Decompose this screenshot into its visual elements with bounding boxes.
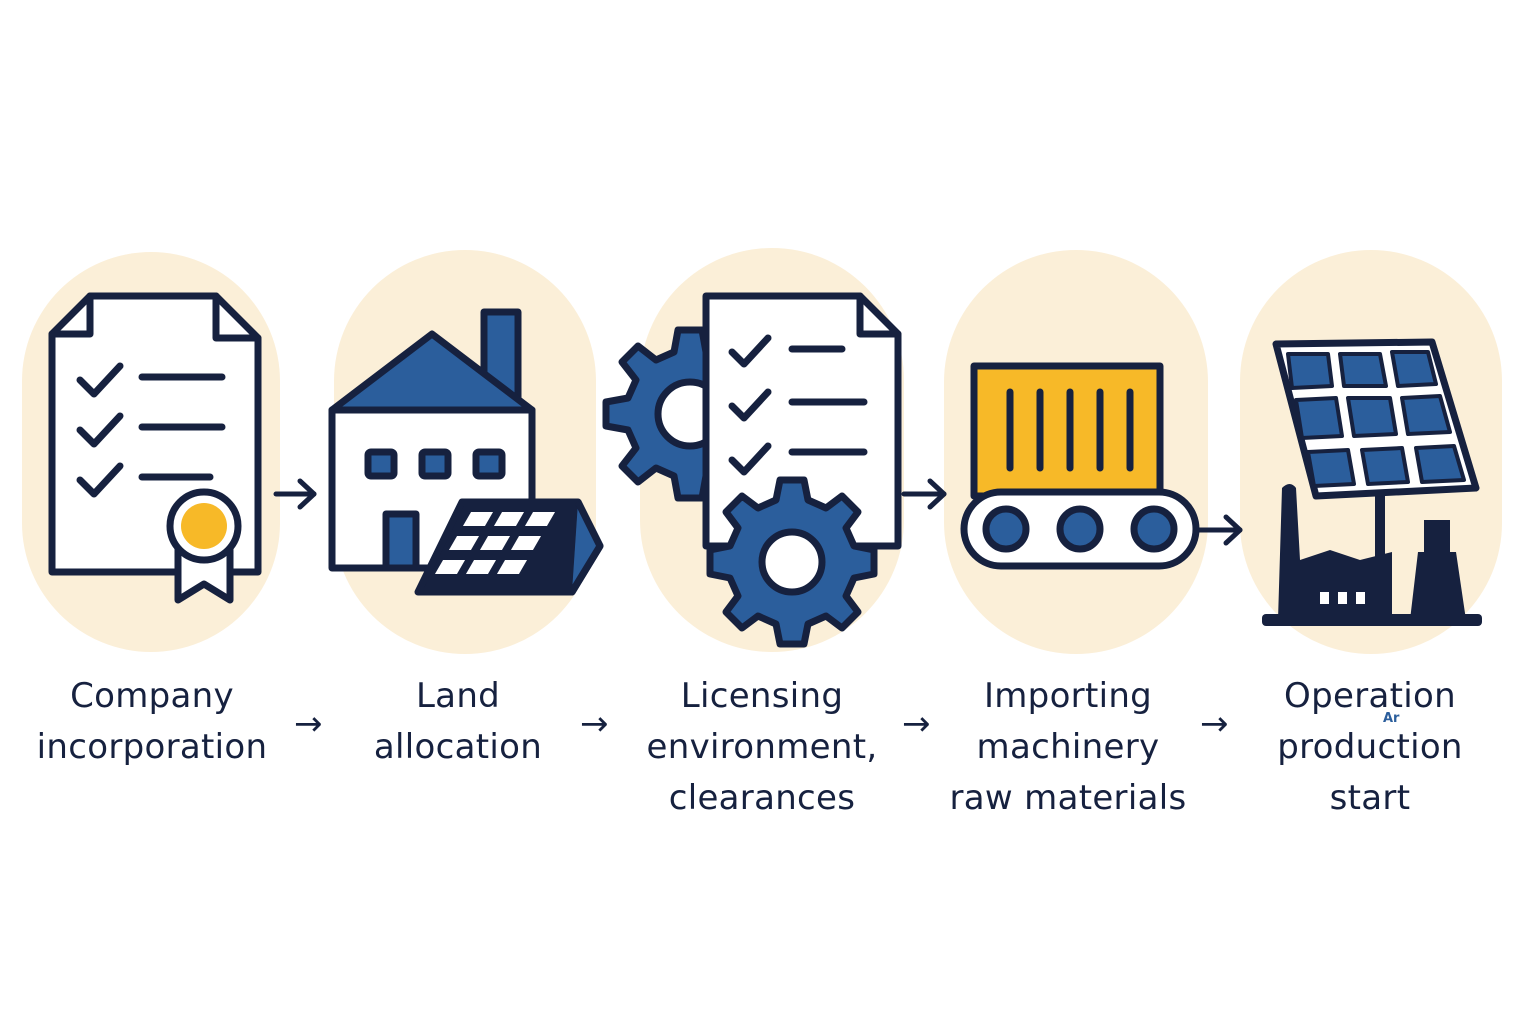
step-5-label-line-2: production — [1277, 727, 1463, 767]
step-1-label-line-2: incorporation — [36, 727, 268, 767]
step-2-label-line-1: Land — [415, 676, 501, 716]
step-4-label-line-2: machinery — [976, 727, 1160, 767]
label-arrow-3: → — [902, 704, 931, 744]
solar-panel-factory-icon — [1262, 338, 1482, 626]
step-2-label: Land allocation — [308, 671, 608, 773]
factory-solar-panel-icon — [328, 308, 604, 596]
step-1-label-line-1: Company — [70, 676, 234, 716]
step-3-label-line-1: Licensing — [680, 676, 844, 716]
label-arrow-4: → — [1200, 704, 1229, 744]
label-arrow-1: → — [294, 704, 323, 744]
document-gears-icon — [602, 292, 902, 648]
flow-arrow-1 — [273, 478, 317, 510]
step-3-label: Licensing environment, clearances — [612, 671, 912, 824]
step-4-label-line-1: Importing — [983, 676, 1153, 716]
step-3-label-line-2: environment, — [646, 727, 878, 767]
stray-mark: Ar — [1383, 711, 1400, 726]
gear-icon-right — [706, 476, 878, 648]
step-2-label-line-2: allocation — [373, 727, 543, 767]
container-conveyor-icon — [960, 362, 1200, 570]
step-3-label-line-3: clearances — [668, 778, 856, 818]
flow-arrow-2 — [901, 478, 947, 510]
flow-arrow-3 — [1193, 514, 1243, 546]
step-4-label-line-3: raw materials — [949, 778, 1187, 818]
step-4-label: Importing machinery raw materials — [918, 671, 1218, 824]
label-arrow-2: → — [580, 704, 609, 744]
step-5-label: Operation production start — [1220, 671, 1520, 824]
step-5-label-line-3: start — [1329, 778, 1411, 818]
checklist-certificate-icon — [48, 292, 262, 604]
step-1-label: Company incorporation — [2, 671, 302, 773]
step-5-label-line-1: Operation — [1284, 676, 1456, 716]
